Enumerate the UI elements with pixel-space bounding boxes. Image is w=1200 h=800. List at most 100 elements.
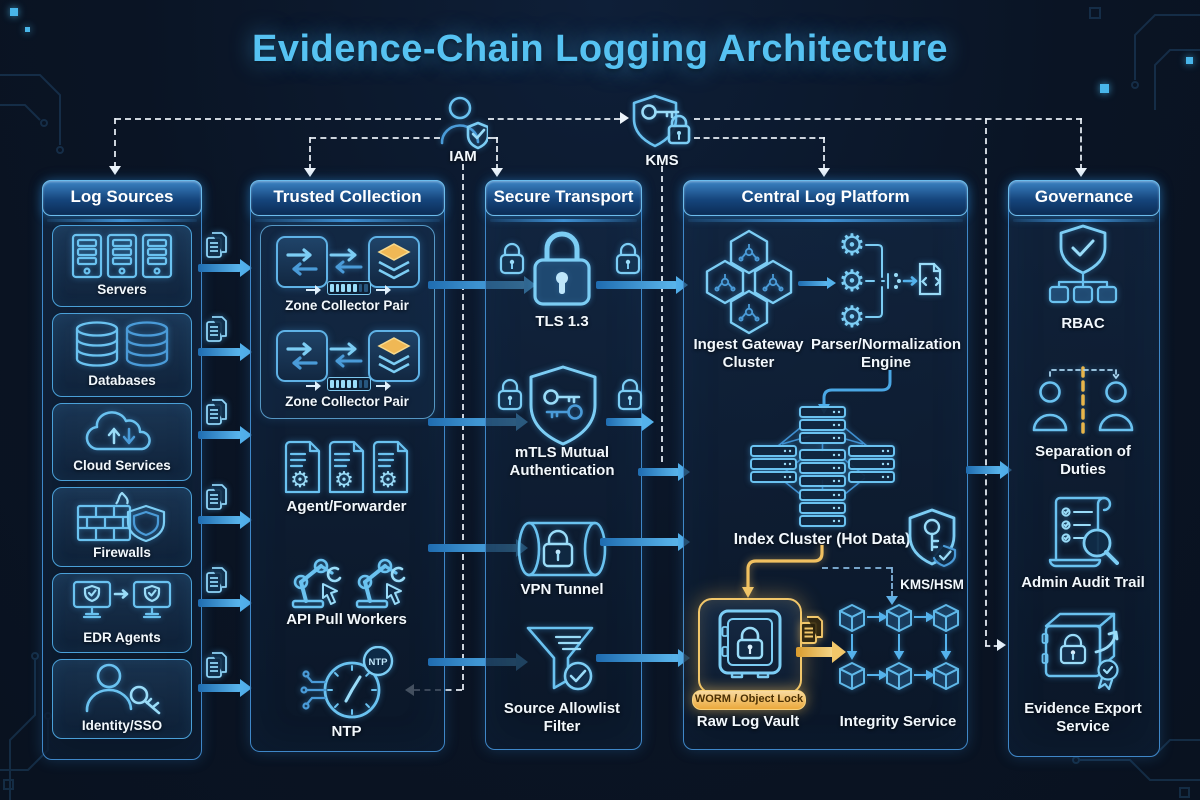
svg-text:⚙: ⚙ — [290, 467, 310, 492]
flow-arrow — [198, 677, 252, 699]
robot-arm-icon — [355, 558, 406, 609]
mini-arrow — [306, 285, 321, 295]
worm-object-lock-badge: WORM / Object Lock — [692, 690, 806, 710]
arrowhead — [997, 639, 1006, 651]
safe-export-seal-icon — [1041, 612, 1119, 691]
flow-arrow — [596, 274, 688, 296]
mini-arrow — [376, 381, 391, 391]
tunnel-lock-icon — [517, 521, 607, 577]
flow-arrow — [606, 411, 654, 433]
node-label: Index Cluster (Hot Data) — [733, 531, 911, 548]
ntp-clock-icon: NTP — [300, 646, 394, 719]
firewall-shield-icon — [76, 492, 166, 543]
sync-arrows-icon — [329, 342, 363, 368]
node-label: Agent/Forwarder — [286, 498, 407, 515]
node-label: Databases — [88, 373, 156, 389]
svg-text:⚙: ⚙ — [378, 467, 398, 492]
kms-icon — [632, 94, 691, 148]
dashed-connector — [115, 118, 441, 120]
node-label: Servers — [97, 282, 147, 298]
pixel-decoration — [1100, 84, 1109, 93]
collector-swap-icon — [276, 330, 328, 382]
page-title: Evidence-Chain Logging Architecture — [252, 28, 948, 70]
svg-text:⚙: ⚙ — [839, 301, 866, 334]
node-label: KMS/HSM — [900, 577, 964, 592]
column-header: Trusted Collection — [250, 180, 445, 222]
arrowhead — [1075, 168, 1087, 177]
node-label: Firewalls — [93, 545, 151, 561]
svg-text:⚙: ⚙ — [839, 265, 866, 298]
dashed-connector — [985, 118, 987, 646]
scroll-magnifier-icon — [1048, 496, 1119, 568]
iam-label: IAM — [449, 148, 477, 165]
node-servers: Servers — [52, 225, 192, 307]
node-label: Separation of Duties — [1035, 443, 1131, 479]
iam-icon — [440, 96, 488, 150]
mini-arrow — [376, 285, 391, 295]
dashed-connector — [694, 118, 1082, 120]
flow-arrow — [966, 459, 1012, 481]
shield-keys-icon — [529, 365, 597, 446]
dashed-connector — [310, 137, 440, 139]
padlock-icon — [533, 231, 591, 306]
arrowhead — [818, 168, 830, 177]
collector-buffer-icon — [368, 236, 420, 288]
dashed-connector — [823, 137, 825, 170]
circuit-decoration — [1089, 7, 1200, 110]
svg-text:⚙: ⚙ — [334, 467, 354, 492]
hash-chain-cubes-icon — [839, 604, 959, 690]
node-label: Ingest Gateway Cluster — [693, 336, 804, 372]
dashed-connector — [309, 137, 311, 170]
node-label: Identity/SSO — [81, 718, 163, 734]
buffer-meter — [327, 377, 371, 391]
dashed-connector — [496, 137, 498, 170]
small-padlock-icon — [615, 242, 641, 275]
collector-buffer-icon — [368, 330, 420, 382]
edr-monitors-icon — [72, 581, 172, 619]
node-label: RBAC — [1061, 315, 1105, 332]
small-padlock-icon — [617, 378, 643, 411]
node-label: Evidence Export Service — [1024, 700, 1142, 736]
flow-arrow — [198, 257, 252, 279]
dashed-connector-kms-integrity — [891, 567, 893, 597]
flow-arrow — [198, 509, 252, 531]
shield-hierarchy-icon — [1048, 224, 1118, 304]
node-label: Parser/Normalization Engine — [810, 336, 962, 372]
column-header: Central Log Platform — [683, 180, 968, 222]
dashed-connector — [114, 118, 116, 168]
vault-icon — [718, 609, 782, 679]
log-document-icon — [206, 652, 227, 678]
dashed-connector — [1080, 118, 1082, 170]
node-firewalls: Firewalls — [52, 487, 192, 567]
evidence-document-icon — [800, 616, 823, 644]
small-padlock-icon — [499, 242, 525, 275]
dashed-connector — [985, 645, 999, 647]
shield-key-check-icon — [908, 508, 957, 568]
arrowhead — [304, 168, 316, 177]
server-mesh-icon — [750, 406, 895, 527]
node-databases: Databases — [52, 313, 192, 397]
identity-key-icon — [85, 663, 161, 715]
log-document-icon — [206, 567, 227, 593]
flow-arrow — [596, 647, 690, 669]
node-label: Cloud Services — [73, 458, 171, 474]
arrowhead — [491, 168, 503, 177]
log-document-icon — [206, 316, 227, 342]
servers-icon — [71, 234, 173, 279]
sync-arrows-icon — [329, 248, 363, 274]
log-document-icon — [206, 232, 227, 258]
node-label: Integrity Service — [839, 713, 957, 730]
node-label: mTLS Mutual Authentication — [509, 444, 615, 480]
agent-docs-icon: ⚙ ⚙ ⚙ — [284, 440, 409, 494]
dashed-connector-iam-ntp — [462, 164, 464, 690]
dashed-connector-kms-integrity — [822, 567, 892, 569]
arrowhead — [109, 166, 121, 175]
circuit-decoration — [1072, 739, 1200, 798]
mini-arrow — [306, 381, 321, 391]
node-label: API Pull Workers — [286, 611, 407, 628]
cloud-sync-icon — [85, 411, 151, 451]
node-label: Zone Collector Pair — [285, 298, 409, 313]
node-label: Admin Audit Trail — [1021, 574, 1145, 591]
node-identity-sso: Identity/SSO — [52, 659, 192, 739]
